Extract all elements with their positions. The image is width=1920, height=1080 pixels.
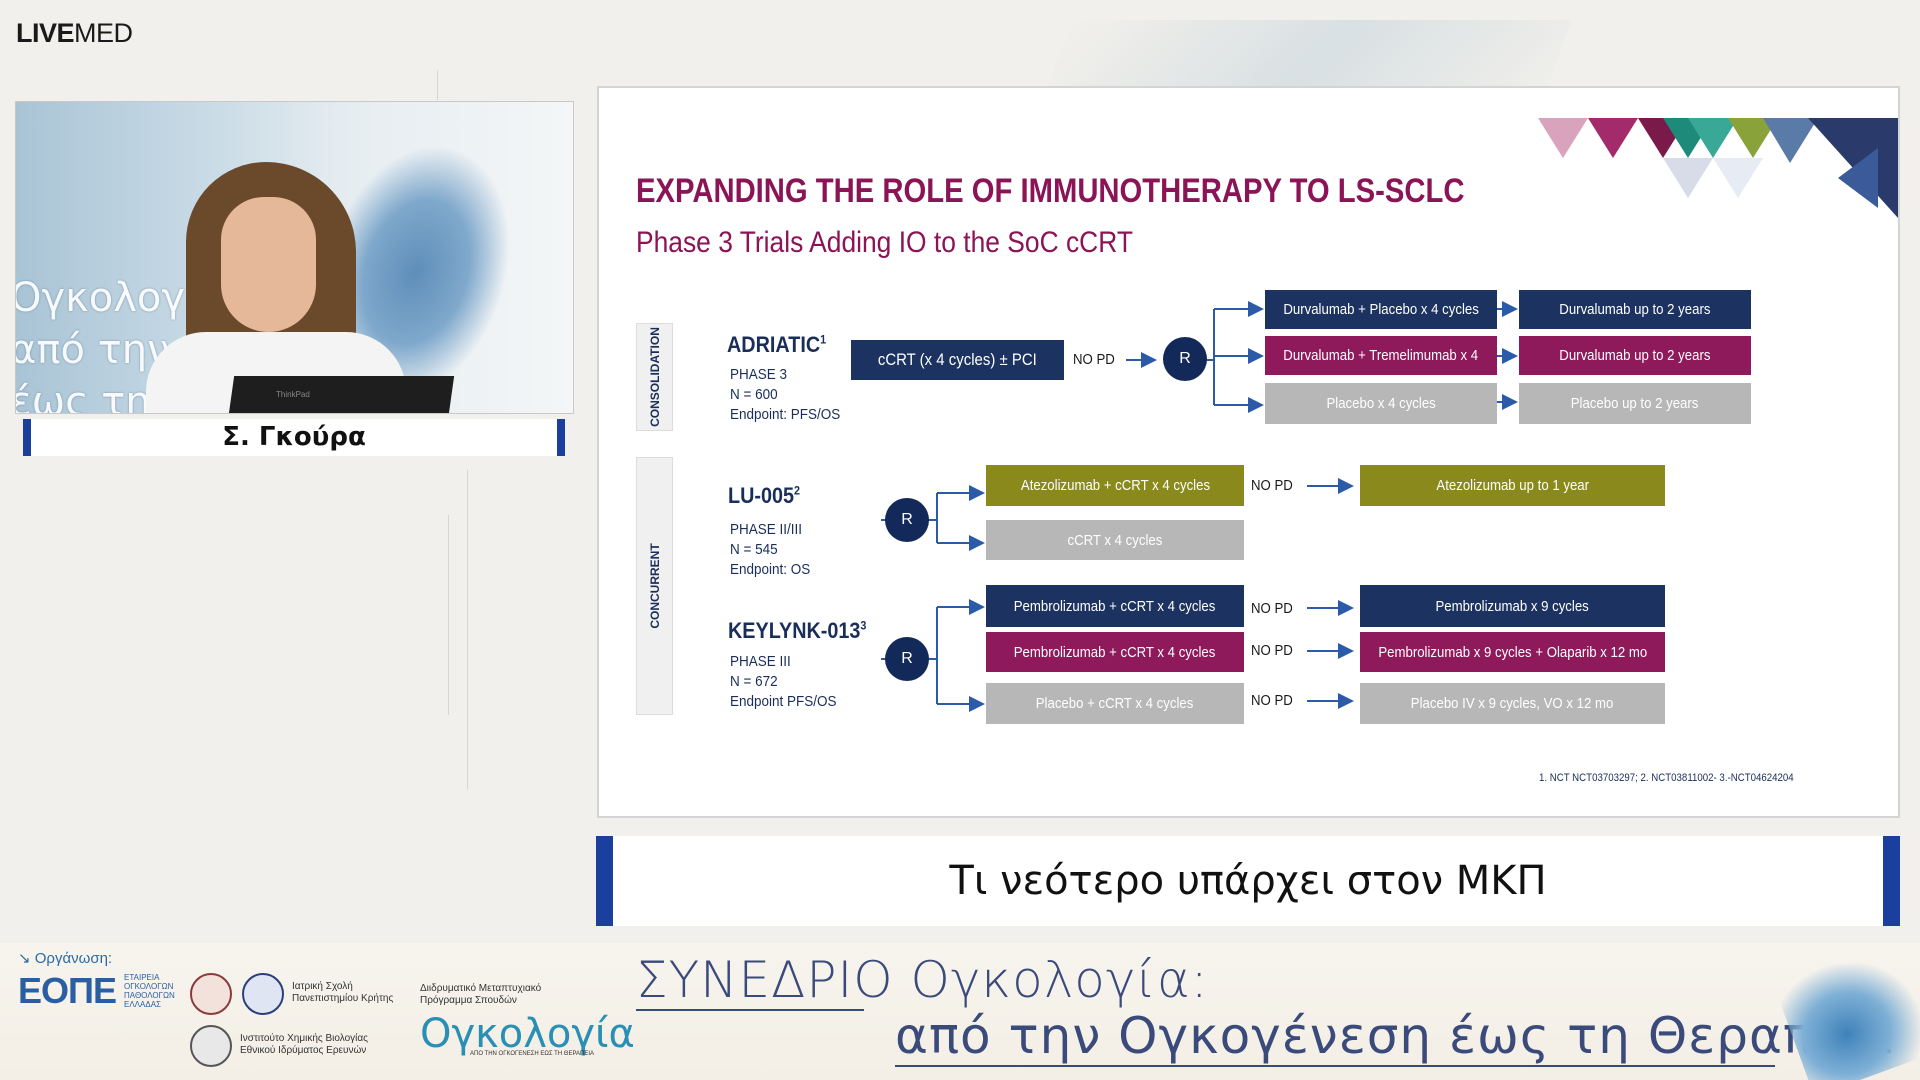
box-durva-2y-b: Durvalumab up to 2 years — [1519, 336, 1751, 375]
box-atezo-1y: Atezolizumab up to 1 year — [1360, 465, 1665, 506]
program-name: Διιδρυματικό Μεταπτυχιακό Πρόγραμμα Σπου… — [420, 983, 542, 1006]
oncology-program-subtitle: ΑΠΟ ΤΗΝ ΟΓΚΟΓΕΝΕΣΗ ΕΩΣ ΤΗ ΘΕΡΑΠΕΙΑ — [470, 1051, 595, 1057]
box-placebo-4: Placebo x 4 cycles — [1265, 383, 1497, 424]
speaker-face — [221, 197, 316, 332]
conference-underline — [636, 1009, 864, 1011]
institute-name: Ινστιτούτο Χημικής Βιολογίας Εθνικού Ιδρ… — [240, 1033, 368, 1056]
eope-subtitle: ΕΤΑΙΡΕΙΑ ΟΓΚΟΛΟΓΩΝ ΠΑΘΟΛΟΓΩΝ ΕΛΛΑΔΑΣ — [124, 973, 175, 1009]
box-placebo-iv: Placebo IV x 9 cycles, VO x 12 mo — [1360, 683, 1665, 724]
slide-footnote: 1. NCT NCT03703297; 2. NCT03811002- 3.-N… — [1539, 772, 1794, 784]
eope-logo: ΕΟΠΕ — [18, 970, 117, 1011]
oncology-program-logo: Ογκολογία — [420, 1011, 635, 1057]
trial-info-keylynk: PHASE III N = 672 Endpoint PFS/OS — [730, 653, 837, 710]
trial-info-adriatic: PHASE 3 N = 600 Endpoint: PFS/OS — [730, 366, 841, 423]
label-no-pd: NO PD — [1251, 642, 1293, 659]
box-placebo-ccrt: Placebo + cCRT x 4 cycles — [986, 683, 1244, 724]
livemed-logo: LIVEMED — [16, 18, 133, 48]
medical-school-name: Ιατρική Σχολή Πανεπιστημίου Κρήτης — [292, 981, 394, 1004]
conference-title-line2: από την Ογκογένεση έως τη Θεραπεία — [895, 1007, 1894, 1065]
tab-consolidation: CONSOLIDATION — [636, 323, 673, 431]
randomize-circle: R — [885, 498, 929, 542]
slide-corner-triangles — [1538, 118, 1898, 218]
institute-seal-icon — [190, 1025, 232, 1067]
slide-title: EXPANDING THE ROLE OF IMMUNOTHERAPY TO L… — [636, 172, 1465, 210]
talk-title-bar: Τι νεότερο υπάρχει στον ΜΚΠ — [596, 836, 1900, 926]
randomize-circle: R — [1163, 337, 1207, 381]
flow-connectors — [881, 301, 1518, 712]
label-no-pd: NO PD — [1251, 600, 1293, 617]
speaker-video: Ογκολογί από την έως τη ThinkPad — [15, 101, 574, 414]
presentation-slide: EXPANDING THE ROLE OF IMMUNOTHERAPY TO L… — [597, 86, 1900, 818]
background-line — [448, 515, 449, 715]
box-pembro-ccrt-a: Pembrolizumab + cCRT x 4 cycles — [986, 585, 1244, 627]
box-pembro-ccrt-b: Pembrolizumab + cCRT x 4 cycles — [986, 632, 1244, 672]
label-no-pd: NO PD — [1073, 351, 1115, 368]
box-ccrt-4: cCRT x 4 cycles — [986, 520, 1244, 560]
wall-text: Ογκολογί από την έως τη — [15, 275, 199, 414]
laptop — [227, 376, 455, 413]
laptop-brand: ThinkPad — [276, 390, 310, 399]
trial-info-lu005: PHASE II/III N = 545 Endpoint: OS — [730, 521, 811, 578]
randomize-circle: R — [885, 637, 929, 681]
box-durva-placebo: Durvalumab + Placebo x 4 cycles — [1265, 290, 1497, 329]
background-line — [437, 70, 438, 100]
background-line — [467, 470, 468, 790]
conference-title-line1: ΣΥΝΕΔΡΙΟ Ογκολογία: — [636, 951, 1209, 1009]
trial-name-keylynk: KEYLYNK-0133 — [728, 618, 867, 643]
slide-subtitle: Phase 3 Trials Adding IO to the SoC cCRT — [636, 226, 1133, 259]
label-no-pd: NO PD — [1251, 477, 1293, 494]
organizer-label: ↘ Οργάνωση: — [18, 950, 113, 967]
box-pembro-olaparib: Pembrolizumab x 9 cycles + Olaparib x 12… — [1360, 632, 1665, 672]
box-durva-2y-a: Durvalumab up to 2 years — [1519, 290, 1751, 329]
medical-school-seal-icon — [242, 973, 284, 1015]
speaker-nameplate: Σ. Γκούρα — [23, 419, 565, 456]
box-pembro-9: Pembrolizumab x 9 cycles — [1360, 585, 1665, 627]
box-durva-treme: Durvalumab + Tremelimumab x 4 — [1265, 336, 1497, 375]
box-atezo-ccrt: Atezolizumab + cCRT x 4 cycles — [986, 465, 1244, 506]
tab-concurrent: CONCURRENT — [636, 457, 673, 715]
university-seal-icon — [190, 973, 232, 1015]
label-no-pd: NO PD — [1251, 692, 1293, 709]
box-placebo-2y: Placebo up to 2 years — [1519, 383, 1751, 424]
trial-name-adriatic: ADRIATIC1 — [727, 332, 827, 357]
conference-underline — [895, 1065, 1775, 1067]
box-ccrt-pci: cCRT (x 4 cycles) ± PCI — [851, 340, 1064, 380]
trial-name-lu005: LU-0052 — [728, 483, 801, 508]
conference-footer: ↘ Οργάνωση: ΕΟΠΕ ΕΤΑΙΡΕΙΑ ΟΓΚΟΛΟΓΩΝ ΠΑΘΟ… — [0, 939, 1920, 1080]
